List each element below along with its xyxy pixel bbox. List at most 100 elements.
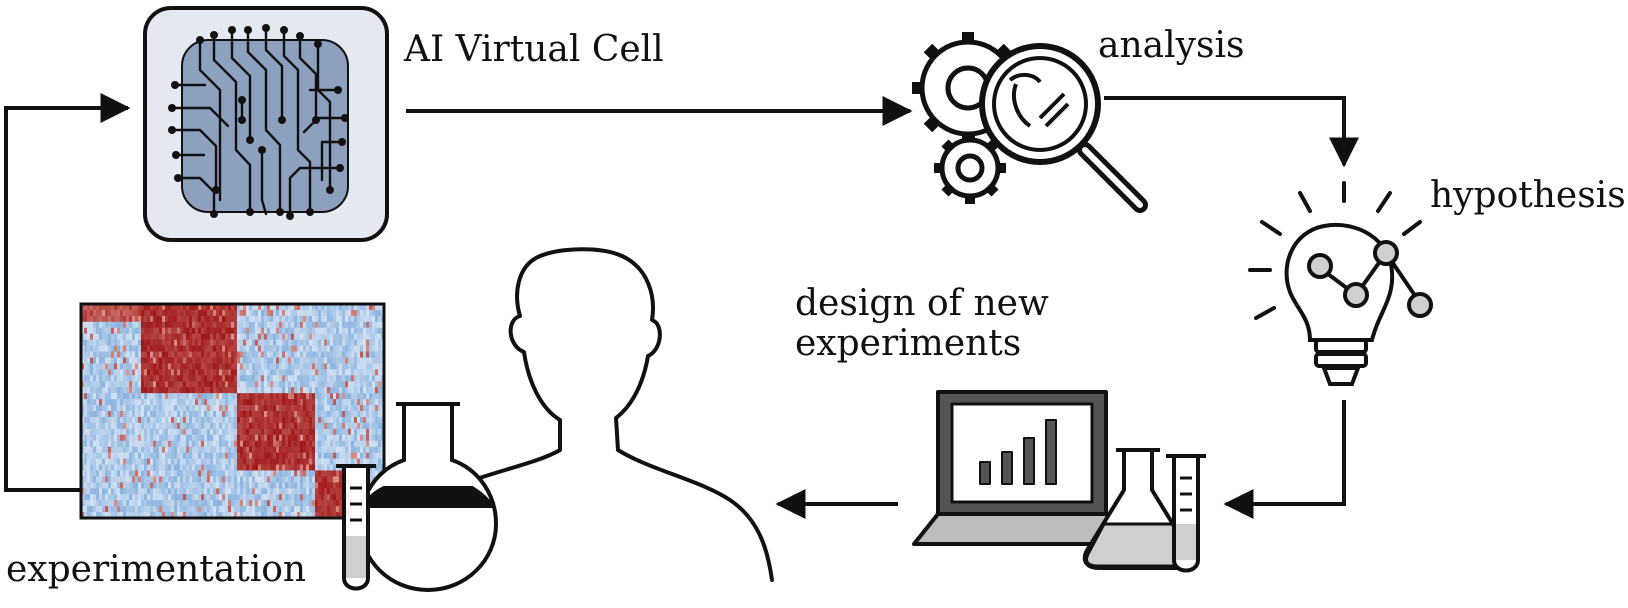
heatmap-cell — [216, 399, 220, 406]
heatmap-cell — [237, 446, 241, 454]
heatmap-cell — [135, 488, 139, 495]
heatmap-cell — [303, 363, 307, 370]
heatmap-cell — [216, 500, 220, 507]
heatmap-cell — [180, 315, 184, 323]
heatmap-cell — [207, 440, 211, 448]
heatmap-cell — [216, 393, 220, 400]
heatmap-cell — [339, 375, 343, 382]
heatmap-cell — [330, 381, 334, 388]
heatmap-cell — [177, 315, 181, 323]
heatmap-cell — [117, 500, 121, 507]
heatmap-cell — [270, 411, 274, 418]
heatmap-cell — [111, 375, 115, 382]
heatmap-cell — [135, 381, 139, 388]
heatmap-cell — [300, 381, 304, 388]
heatmap-cell — [186, 393, 190, 400]
heatmap-cell — [297, 345, 301, 352]
heatmap-cell — [192, 446, 196, 454]
heatmap-cell — [198, 351, 202, 358]
heatmap-cell — [126, 369, 130, 376]
heatmap-cell — [144, 327, 148, 335]
heatmap-cell — [315, 512, 319, 519]
heatmap-cell — [255, 512, 259, 519]
heatmap-cell — [234, 506, 238, 513]
heatmap-cell — [243, 339, 247, 347]
heatmap-cell — [270, 333, 274, 341]
heatmap-cell — [204, 488, 208, 495]
heatmap-cell — [117, 333, 121, 341]
heatmap-cell — [300, 500, 304, 507]
heatmap-cell — [279, 405, 283, 412]
heatmap-cell — [84, 304, 88, 311]
heatmap-cell — [108, 411, 112, 418]
heatmap-cell — [171, 506, 175, 513]
heatmap-cell — [195, 357, 199, 364]
heatmap-cell — [366, 422, 370, 430]
heatmap-cell — [222, 321, 226, 329]
heatmap-cell — [321, 446, 325, 454]
heatmap-cell — [342, 393, 346, 400]
heatmap-cell — [333, 416, 337, 424]
heatmap-cell — [246, 440, 250, 448]
heatmap-cell — [264, 405, 268, 412]
heatmap-cell — [81, 304, 85, 311]
heatmap-cell — [189, 488, 193, 495]
heatmap-cell — [132, 488, 136, 495]
heatmap-cell — [234, 428, 238, 436]
heatmap-cell — [210, 393, 214, 400]
heatmap-cell — [231, 327, 235, 335]
heatmap-cell — [255, 476, 259, 483]
heatmap-cell — [135, 452, 139, 459]
heatmap-cell — [168, 416, 172, 424]
heatmap-cell — [225, 381, 229, 388]
heatmap-cell — [114, 494, 118, 501]
heatmap-cell — [216, 416, 220, 424]
heatmap-cell — [285, 351, 289, 358]
heatmap-cell — [249, 440, 253, 448]
heatmap-cell — [342, 411, 346, 418]
heatmap-cell — [252, 476, 256, 483]
heatmap-cell — [354, 434, 358, 442]
heatmap-cell — [372, 345, 376, 352]
heatmap-cell — [261, 393, 265, 400]
heatmap-cell — [276, 411, 280, 418]
heatmap-cell — [357, 333, 361, 341]
heatmap-cell — [165, 363, 169, 370]
heatmap-cell — [246, 369, 250, 376]
heatmap-cell — [339, 357, 343, 364]
heatmap-cell — [309, 345, 313, 352]
heatmap-cell — [186, 428, 190, 436]
heatmap-cell — [246, 381, 250, 388]
heatmap-cell — [195, 470, 199, 477]
heatmap-cell — [150, 375, 154, 382]
heatmap-cell — [282, 464, 286, 471]
heatmap-cell — [177, 381, 181, 388]
heatmap-cell — [189, 315, 193, 323]
heatmap-cell — [294, 506, 298, 513]
heatmap-cell — [249, 375, 253, 382]
heatmap-cell — [276, 387, 280, 394]
heatmap-cell — [342, 351, 346, 358]
heatmap-cell — [252, 458, 256, 465]
heatmap-cell — [237, 494, 241, 501]
heatmap-cell — [192, 375, 196, 382]
heatmap-cell — [102, 494, 106, 501]
heatmap-cell — [270, 470, 274, 477]
heatmap-cell — [207, 476, 211, 483]
heatmap-cell — [102, 434, 106, 442]
heatmap-cell — [93, 482, 97, 489]
heatmap-cell — [87, 309, 91, 317]
heatmap-cell — [90, 399, 94, 406]
heatmap-cell — [330, 512, 334, 519]
heatmap-cell — [324, 321, 328, 329]
heatmap-cell — [261, 339, 265, 347]
heatmap-cell — [300, 369, 304, 376]
heatmap-cell — [237, 422, 241, 430]
heatmap-cell — [189, 321, 193, 329]
heatmap-cell — [135, 304, 139, 311]
heatmap-cell — [318, 339, 322, 347]
heatmap-cell — [201, 393, 205, 400]
heatmap-cell — [309, 482, 313, 489]
heatmap-cell — [321, 476, 325, 483]
heatmap-cell — [237, 393, 241, 400]
